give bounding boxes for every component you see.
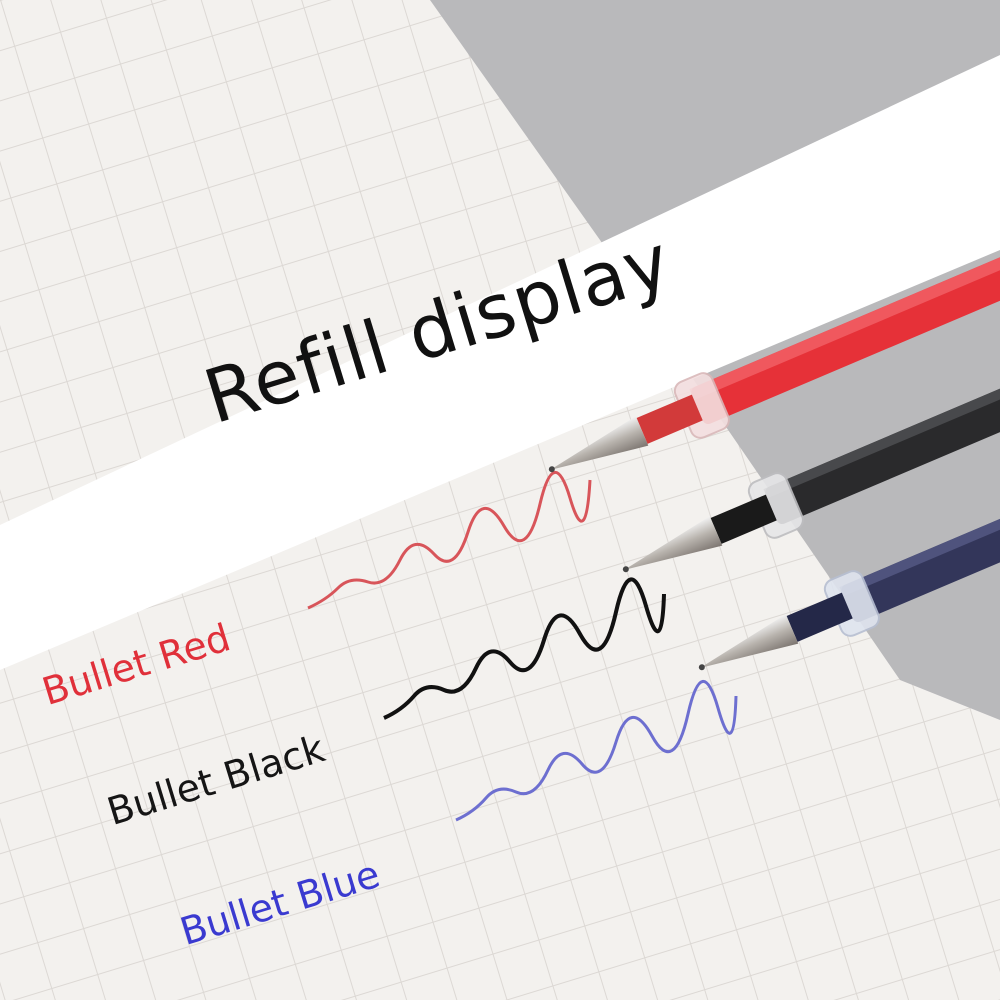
blue-ink-line <box>455 680 738 822</box>
red-ink-line <box>307 471 592 610</box>
black-ink-line <box>383 577 666 720</box>
black-refill <box>622 348 1000 573</box>
red-refill <box>548 248 1000 473</box>
blue-refill <box>698 446 1000 671</box>
banner-strip <box>0 55 1000 670</box>
